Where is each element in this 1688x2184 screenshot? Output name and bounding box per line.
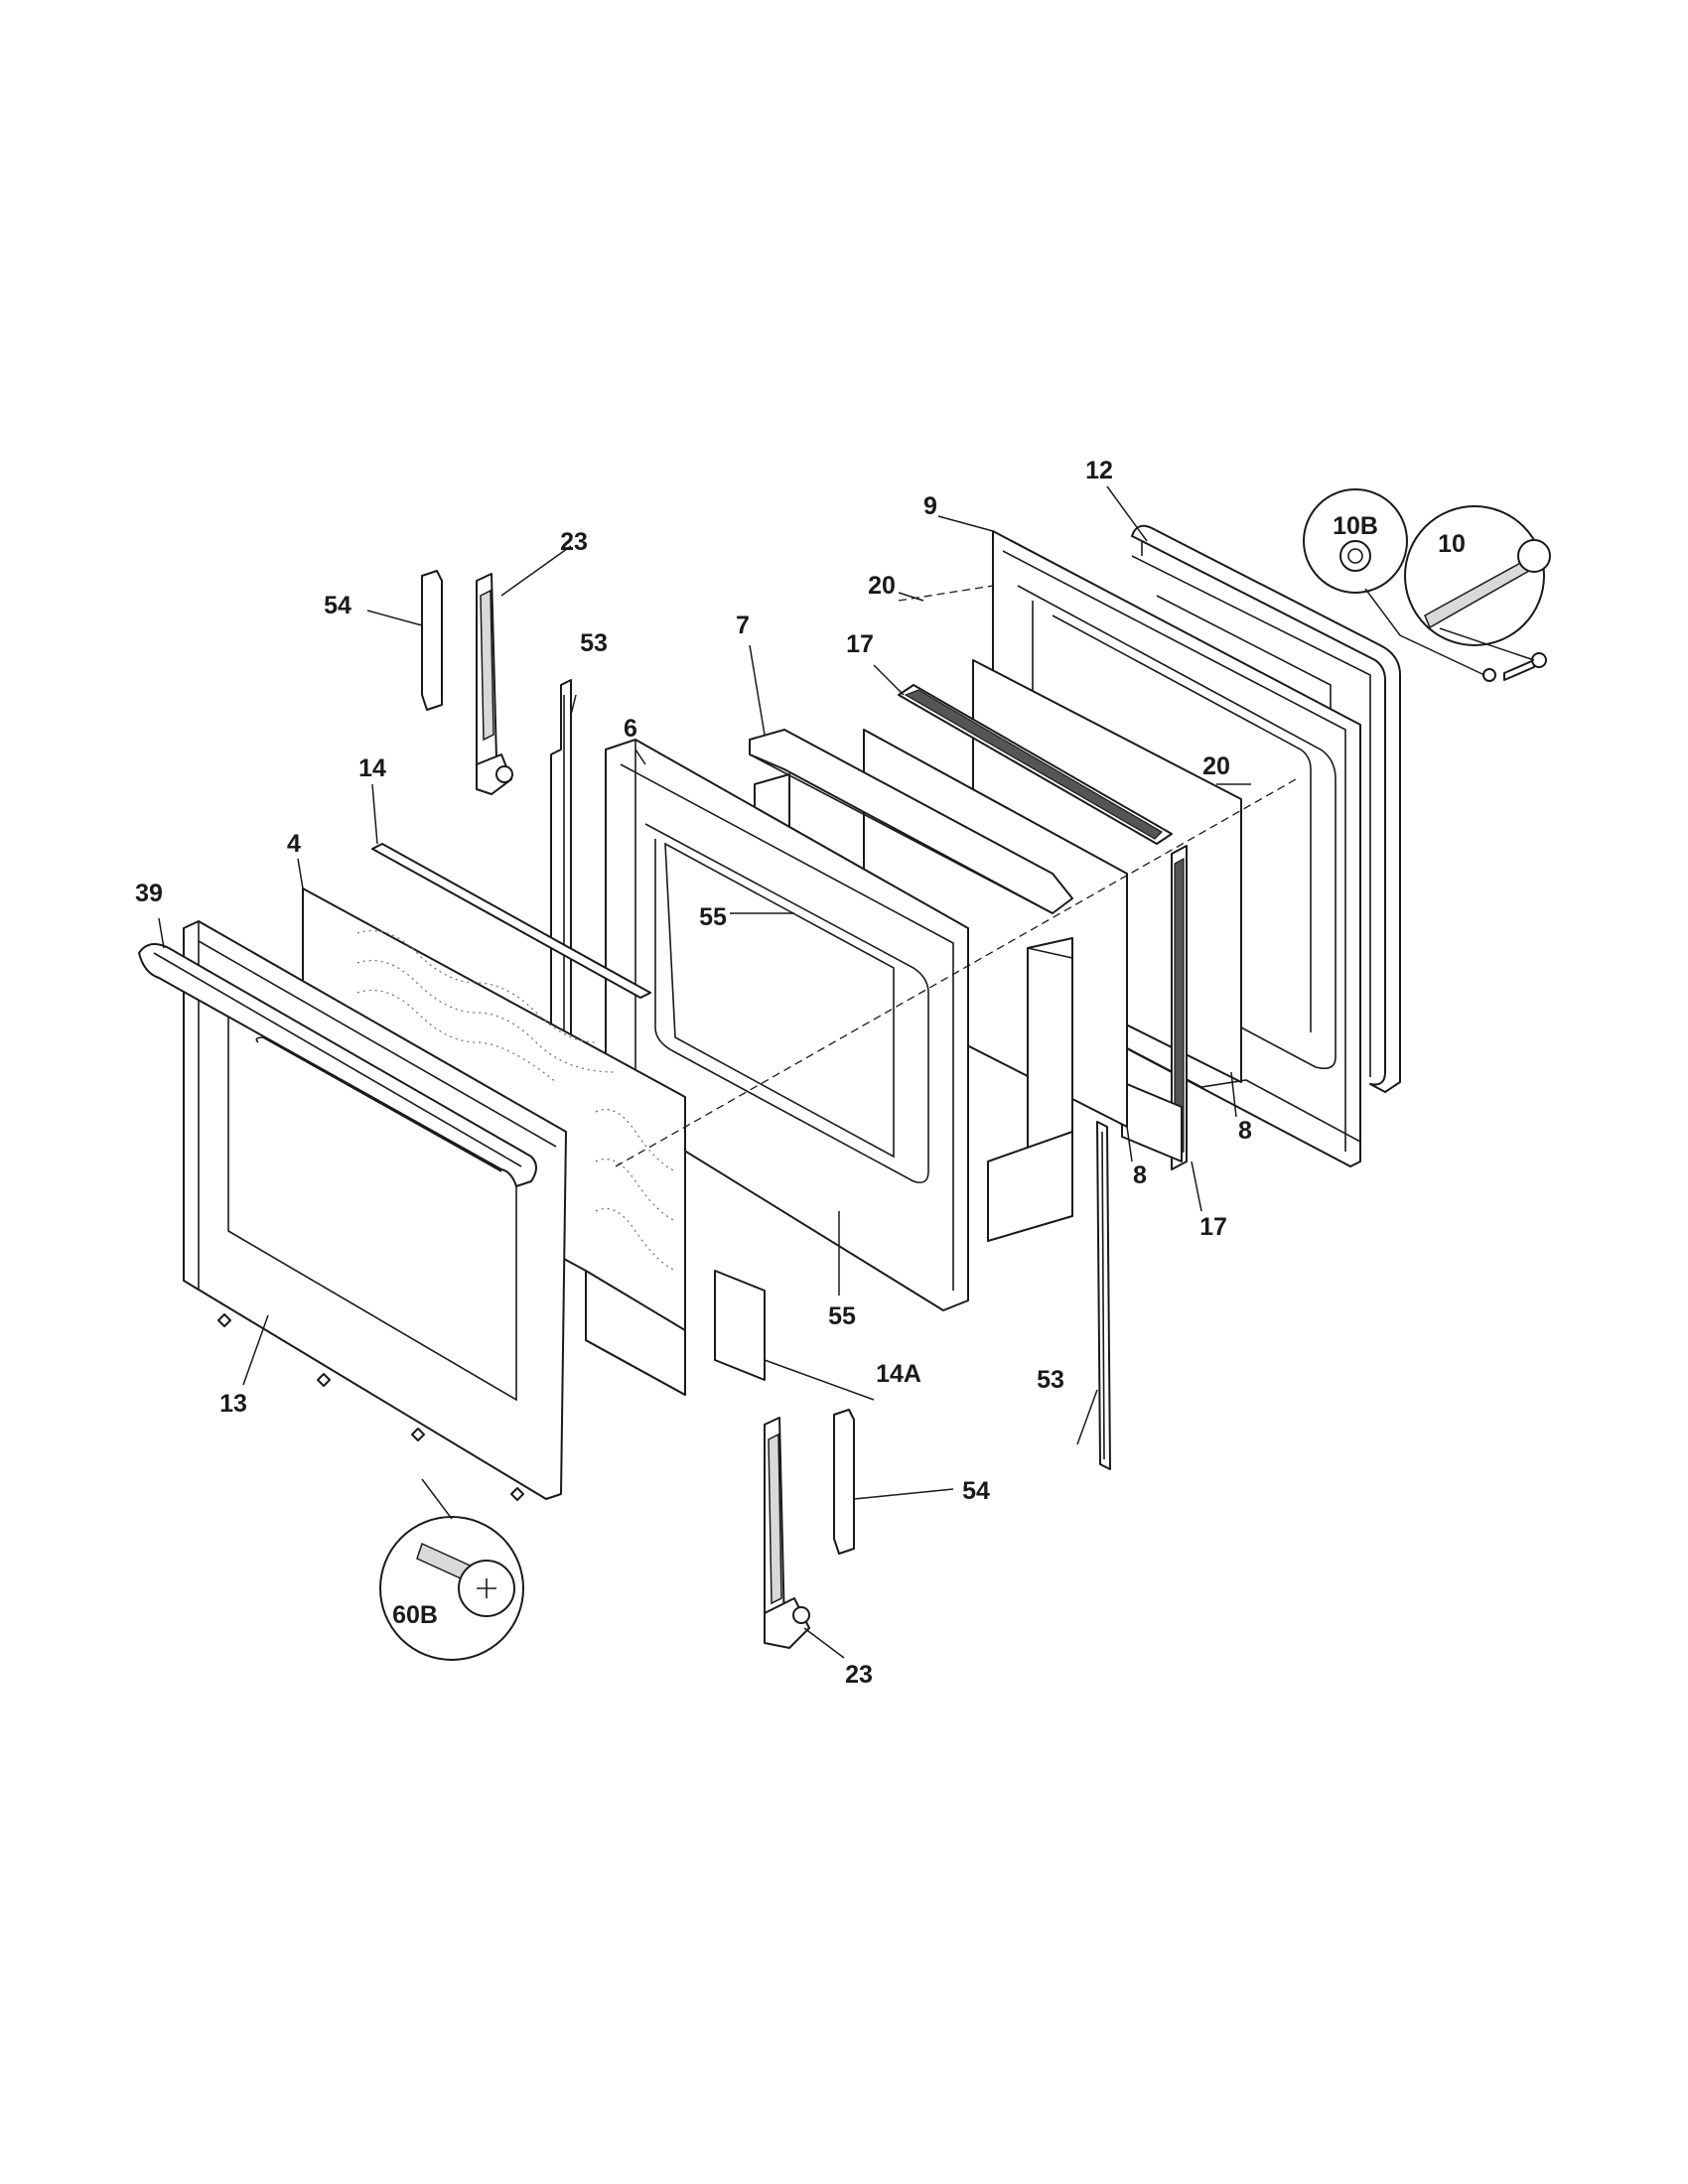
detail-circle-60B: [379, 1516, 524, 1661]
callout-17-top: 17: [846, 630, 874, 658]
detail-circle-10: [1404, 505, 1551, 646]
door-handle-39: [138, 943, 537, 1187]
callout-14A: 14A: [876, 1360, 921, 1388]
callout-labels: 10B 10 12 9 20 23 54 53 7 17 6 20 14 4 3…: [135, 457, 1466, 1689]
callout-23-top: 23: [560, 528, 588, 556]
side-trim-53-bottom: [1096, 1121, 1111, 1470]
leader-lines: [158, 485, 1535, 1659]
hinge-cover-54-bottom: [833, 1409, 855, 1555]
detail-circle-10B: [1303, 488, 1408, 594]
side-trim-53-top: [550, 679, 572, 1063]
callout-39: 39: [135, 880, 163, 907]
glass-frame-17: [898, 684, 1188, 1170]
callout-23-bottom: 23: [845, 1661, 873, 1689]
assembly-axis-upper: [898, 585, 994, 602]
callout-53-bottom: 53: [1037, 1366, 1064, 1394]
assembly-axis: [615, 778, 1297, 1167]
door-screws: [217, 1313, 524, 1501]
callout-14: 14: [358, 754, 386, 782]
callout-54-top: 54: [324, 592, 352, 619]
callout-6: 6: [624, 715, 637, 743]
hinge-23-top: [476, 573, 513, 795]
label-plate-14A: [714, 1270, 766, 1381]
insulation-strip-14: [371, 843, 651, 999]
callout-7: 7: [736, 612, 750, 639]
callout-8-right: 8: [1238, 1117, 1252, 1145]
callout-4: 4: [287, 830, 301, 858]
door-bolt-hardware: [1482, 652, 1547, 682]
callout-53-top: 53: [580, 629, 608, 657]
callout-13: 13: [219, 1390, 247, 1418]
callout-55-top: 55: [699, 903, 727, 931]
callout-60B: 60B: [392, 1601, 438, 1629]
callout-10B: 10B: [1333, 512, 1378, 540]
callout-9: 9: [923, 492, 937, 520]
callout-17-bottom: 17: [1199, 1213, 1227, 1241]
callout-20-top: 20: [868, 572, 896, 600]
callout-54-bottom: 54: [962, 1477, 990, 1505]
callout-12: 12: [1085, 457, 1113, 484]
hinge-23-bottom: [764, 1417, 810, 1649]
hinge-cover-54-top: [421, 570, 443, 711]
callout-20-right: 20: [1202, 752, 1230, 780]
callout-8-mid: 8: [1133, 1161, 1147, 1189]
callout-10: 10: [1438, 530, 1466, 558]
callout-55-bottom: 55: [828, 1302, 856, 1330]
